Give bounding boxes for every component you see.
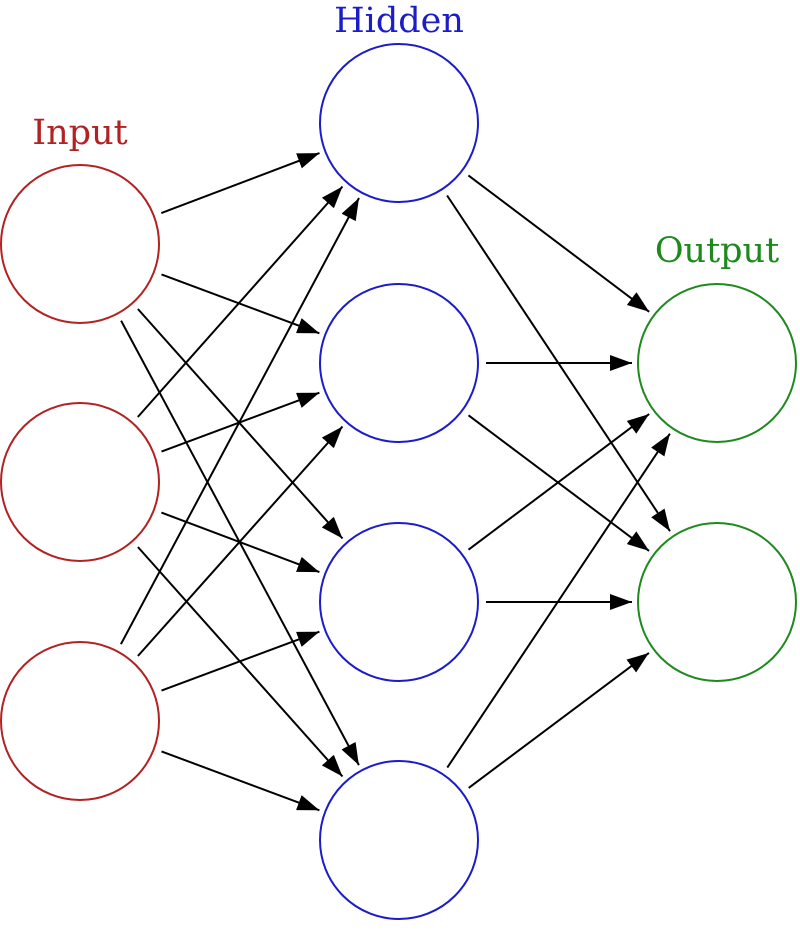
input-node-1 bbox=[0, 164, 160, 324]
edge-hidden4-to-output1 bbox=[446, 433, 671, 769]
output-layer-label: Output bbox=[655, 231, 779, 271]
hidden-layer-label: Hidden bbox=[334, 1, 464, 41]
node-group bbox=[0, 43, 797, 920]
edge-input1-to-hidden2 bbox=[161, 273, 320, 335]
hidden-node-1 bbox=[319, 43, 479, 203]
edge-input3-to-hidden3 bbox=[161, 630, 320, 692]
edge-input3-to-hidden4 bbox=[161, 750, 320, 812]
edge-hidden4-to-output2 bbox=[468, 652, 650, 789]
input-node-3 bbox=[0, 641, 160, 801]
edge-group bbox=[120, 152, 671, 812]
edge-input3-to-hidden1 bbox=[120, 197, 360, 645]
input-node-2 bbox=[0, 402, 160, 562]
edge-hidden3-to-output1 bbox=[467, 413, 650, 551]
edge-hidden1-to-output1 bbox=[467, 174, 650, 313]
output-node-2 bbox=[637, 522, 797, 682]
input-layer-label: Input bbox=[32, 113, 127, 153]
edge-input2-to-hidden1 bbox=[137, 185, 344, 418]
hidden-node-4 bbox=[319, 760, 479, 920]
hidden-node-3 bbox=[319, 522, 479, 682]
output-node-1 bbox=[637, 283, 797, 443]
edge-input1-to-hidden1 bbox=[160, 152, 320, 215]
edge-input3-to-hidden2 bbox=[137, 425, 344, 657]
edge-input1-to-hidden3 bbox=[137, 308, 344, 540]
hidden-node-2 bbox=[319, 283, 479, 443]
